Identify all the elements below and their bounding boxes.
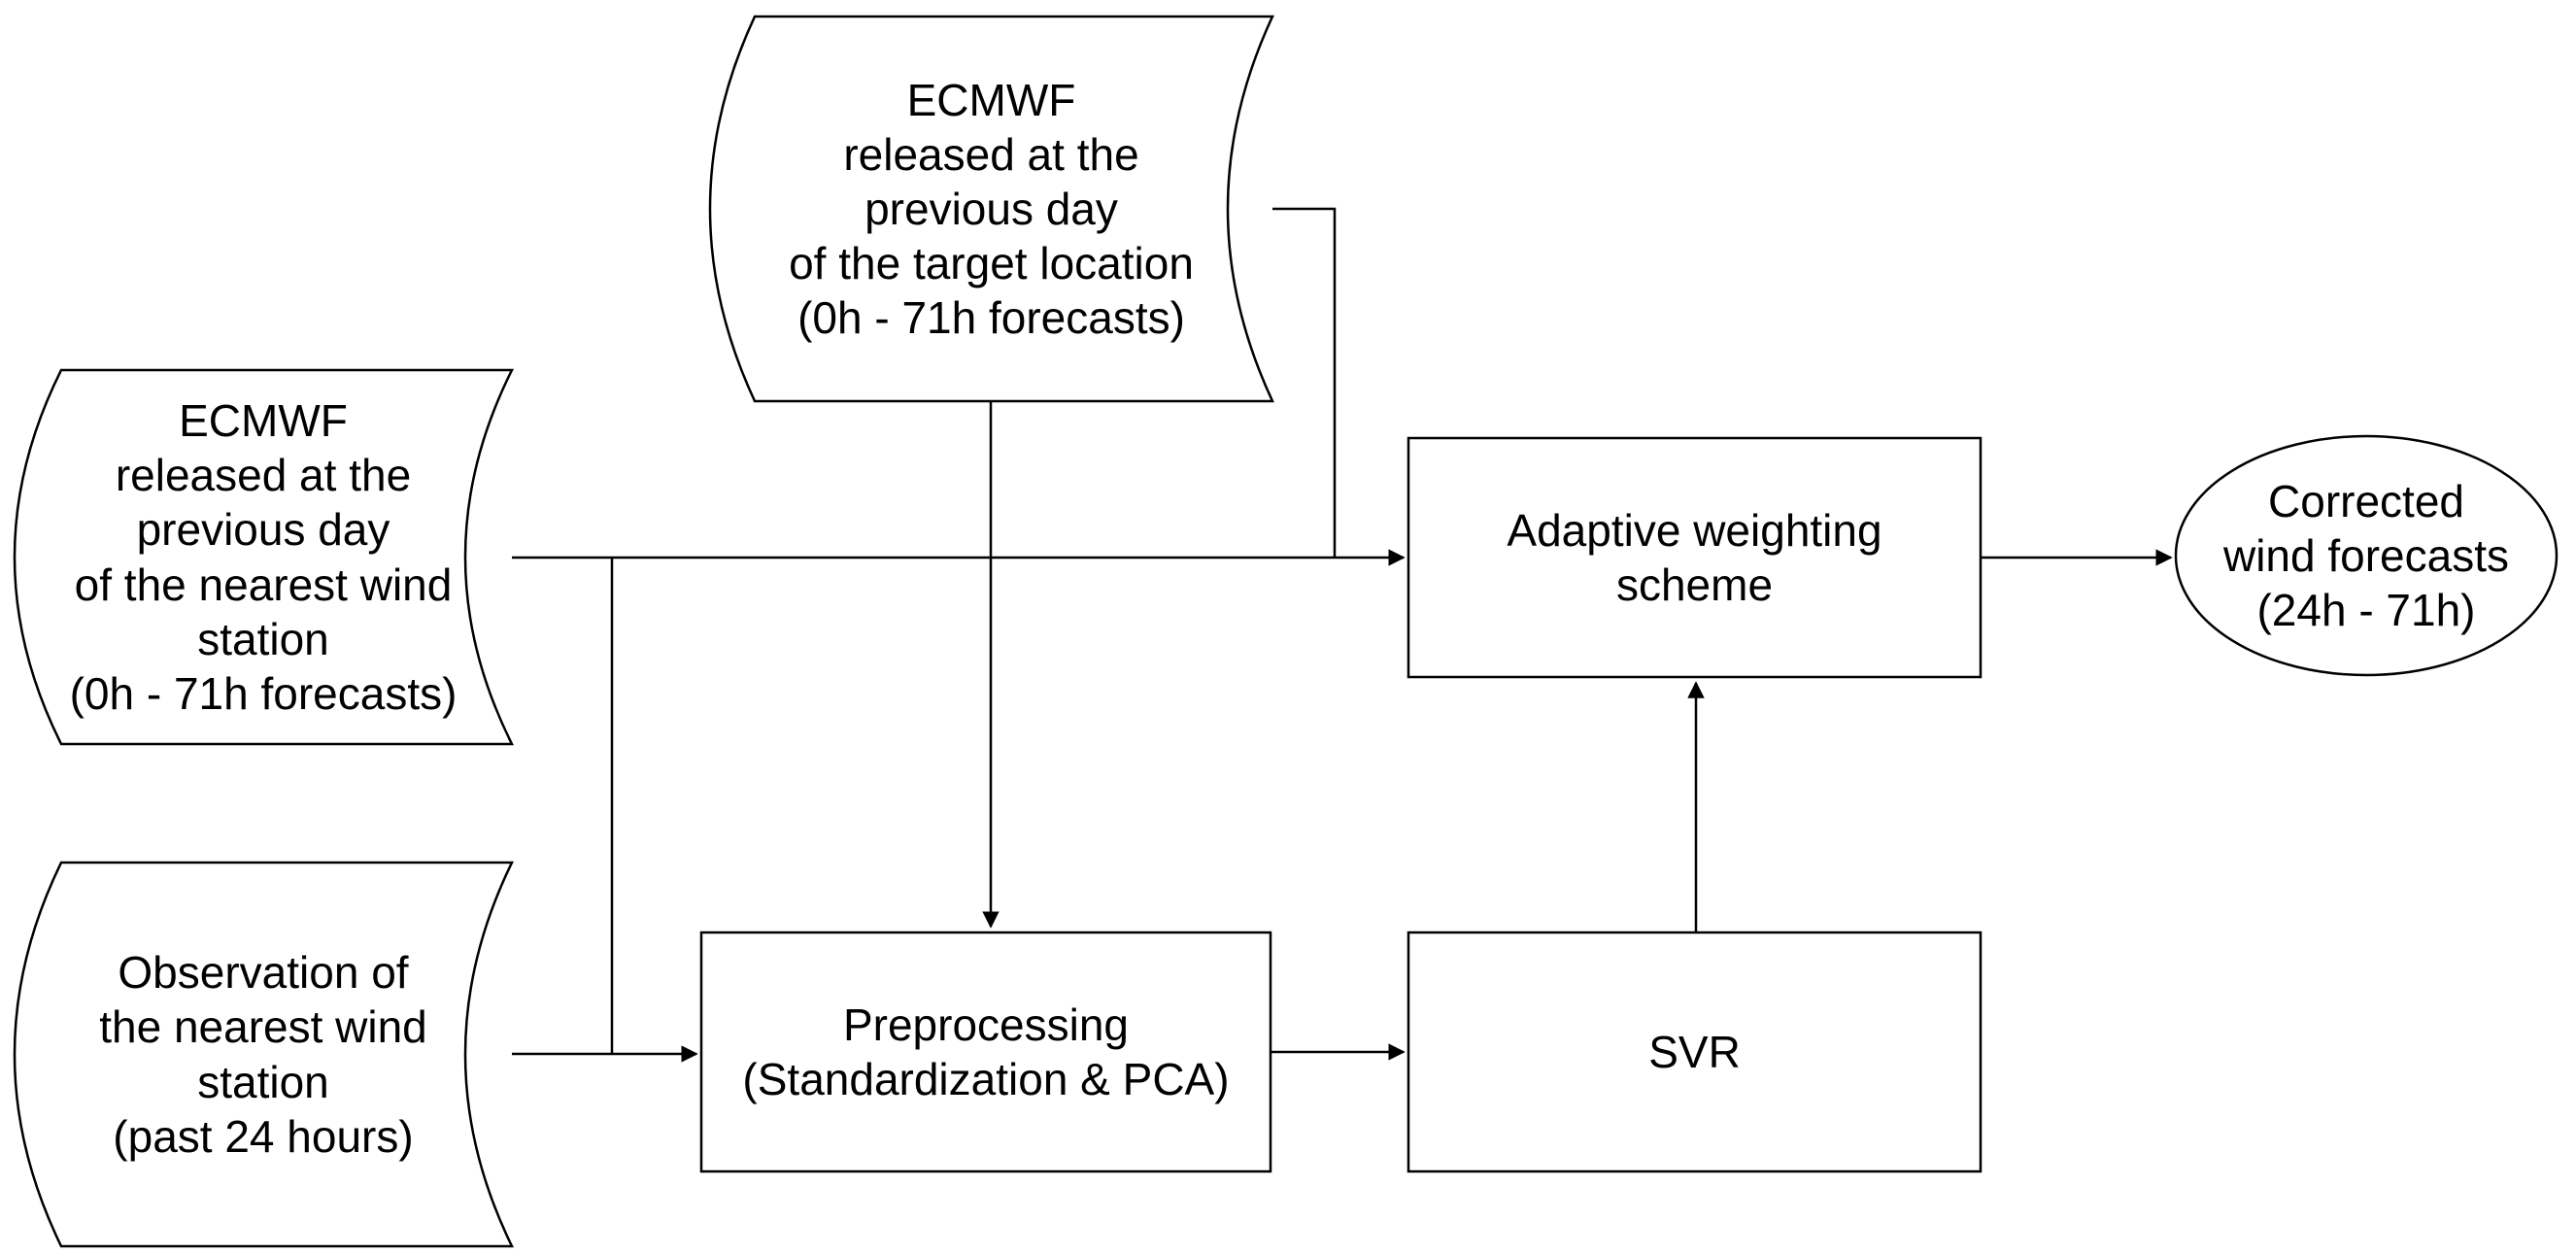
adaptive-weighting-box	[1407, 436, 1983, 679]
observation-shape	[13, 861, 514, 1248]
ecmwf-target-shape	[708, 15, 1274, 403]
edge-ecmwf-target-elbow-to-adaptive	[1272, 207, 1337, 558]
svr-box	[1407, 931, 1983, 1173]
corrected-output-ellipse	[2174, 434, 2559, 677]
preprocessing-box	[699, 931, 1272, 1173]
ecmwf-nearest-shape	[13, 368, 515, 746]
